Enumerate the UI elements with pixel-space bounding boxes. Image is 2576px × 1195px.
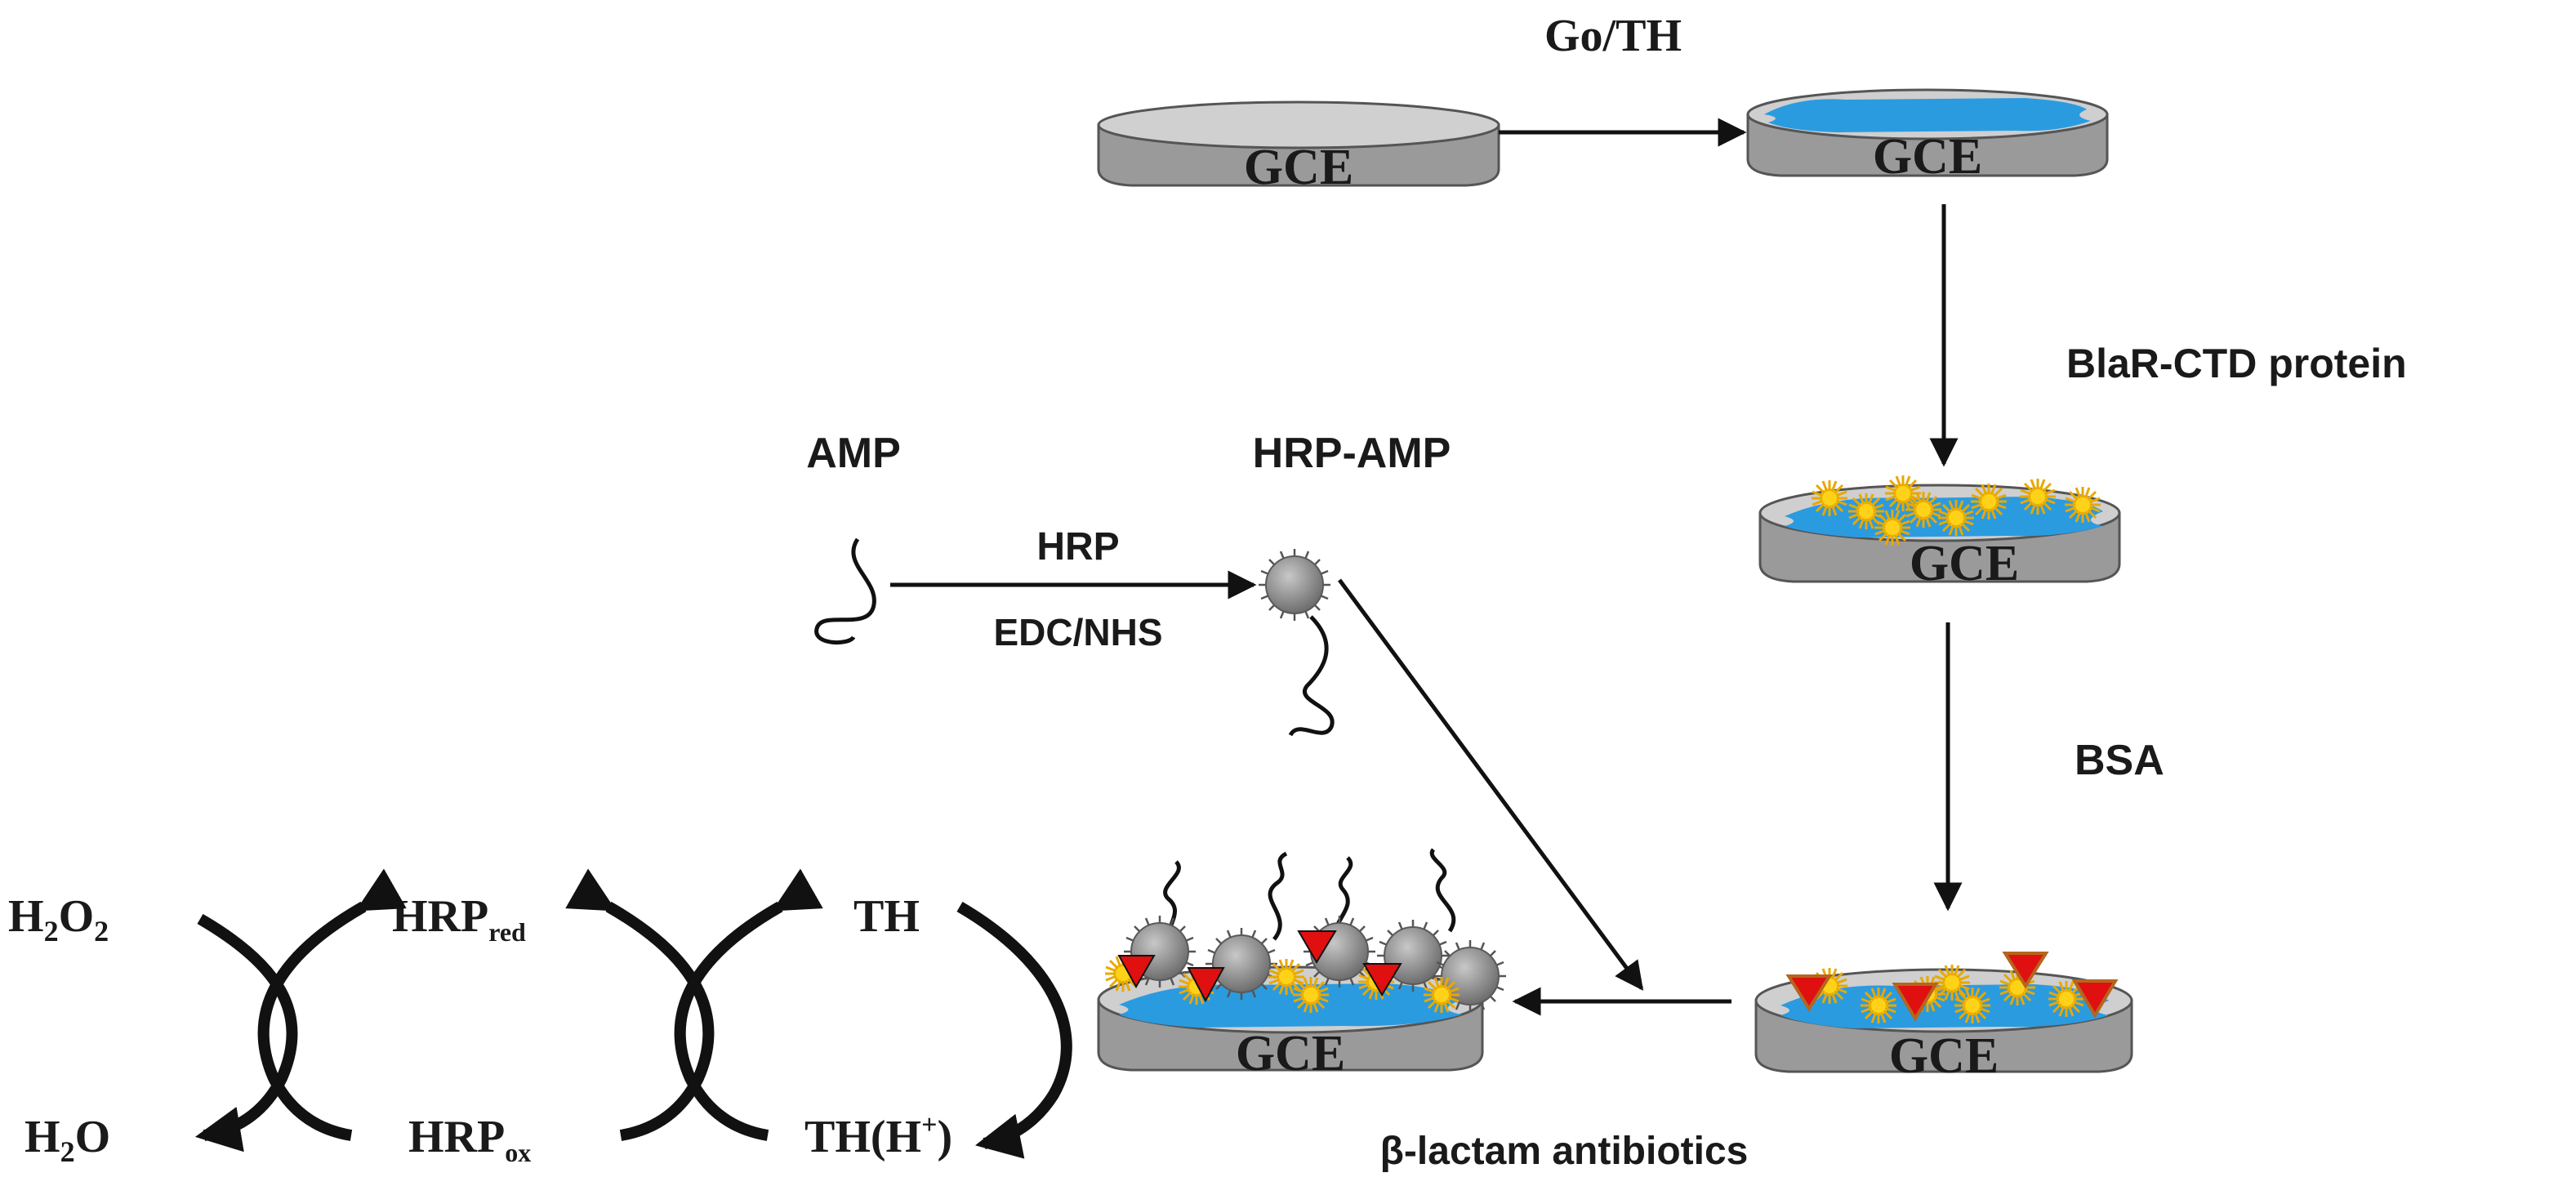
electrode-protein-gce: GCE (1758, 474, 2121, 591)
go-th-film (1764, 98, 2091, 132)
electrode-bsa-gce: GCE (1754, 952, 2133, 1084)
label-hrp-amp: HRP-AMP (1253, 430, 1451, 477)
electrode-sensor-gce: GCE (1097, 848, 1508, 1081)
species-th: TH (853, 891, 920, 942)
label-bsa: BSA (2075, 737, 2164, 784)
gce-label: GCE (1873, 129, 1982, 185)
gce-label: GCE (1236, 1026, 1345, 1081)
label-beta-lactam: β-lactam antibiotics (1380, 1130, 1749, 1173)
label-amp: AMP (806, 430, 901, 477)
cycle-arrows-hrp-th (565, 868, 823, 1141)
catalytic-cycle: H2O2 H2O HRPred HRPox TH TH(H+) (8, 868, 1072, 1168)
species-th-h: TH(H+) (804, 1110, 952, 1162)
electrode-go-th-gce: GCE (1746, 88, 2109, 185)
label-hrp: HRP (1036, 525, 1119, 569)
hrp-amp-conjugate (1257, 547, 1335, 737)
gce-label: GCE (1889, 1028, 1999, 1084)
cycle-arrows-h2o2-hrp (194, 868, 407, 1153)
arrow-th-reduction (956, 901, 1072, 1159)
species-h2o: H2O (25, 1112, 110, 1168)
bsa-triangle-group (1785, 952, 2119, 1022)
label-go-th: Go/TH (1544, 11, 1682, 61)
label-edc-nhs: EDC/NHS (993, 611, 1162, 653)
amp-peptide-strand (1288, 615, 1335, 737)
species-h2o2: H2O2 (8, 891, 109, 948)
species-hrp-red: HRPred (392, 891, 526, 947)
amp-peptide-strand (814, 537, 876, 645)
antibiotic-triangle-group (1117, 930, 1402, 1003)
species-hrp-ox: HRPox (408, 1112, 531, 1167)
label-blar-ctd-protein: BlaR-CTD protein (2066, 341, 2407, 386)
gce-label: GCE (1910, 536, 2019, 591)
electrode-bare-gce: GCE (1097, 100, 1500, 195)
arrow-hrp-amp-binding (1337, 578, 1644, 991)
gce-label: GCE (1244, 140, 1353, 195)
